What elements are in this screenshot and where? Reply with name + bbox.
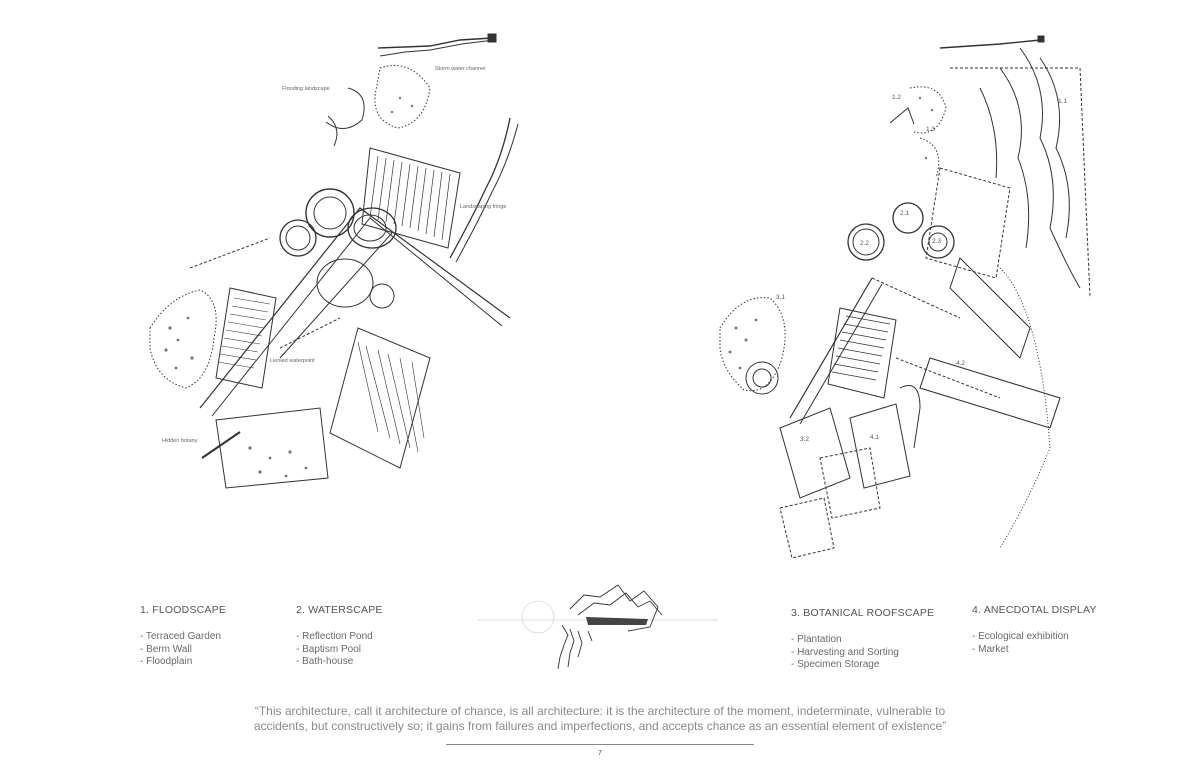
label-flooding-landscape: Flooding landscape <box>282 86 330 92</box>
quote-line-2: accidents, but constructively so; it gai… <box>253 719 947 733</box>
legend-item: - Specimen Storage <box>791 659 880 670</box>
section-sketch <box>478 584 718 670</box>
legend-title: 4. ANECDOTAL DISPLAY <box>972 604 1097 616</box>
label-1-2: 1.2 <box>892 94 902 101</box>
site-plan-left-drawing <box>149 33 519 489</box>
label-2-3: 2.3 <box>932 238 942 245</box>
legend-item: - Reflection Pond <box>296 631 373 642</box>
legend-title: 1. FLOODSCAPE <box>140 604 227 616</box>
label-4-2: 4.2 <box>956 360 966 367</box>
page-number: 7 <box>598 750 602 757</box>
site-plan-right-drawing <box>719 35 1091 559</box>
quote-line-1: “This architecture, call it architecture… <box>254 704 946 718</box>
legend-item: - Harvesting and Sorting <box>791 646 899 658</box>
legend-botanical-roofscape: 3. BOTANICAL ROOFSCAPE - Plantation - Ha… <box>791 607 934 672</box>
quote: “This architecture, call it architecture… <box>180 704 1020 734</box>
legend-title: 2. WATERSCAPE <box>296 604 383 616</box>
site-plan-left: Storm water channel Flooding landscape L… <box>130 28 530 489</box>
legend-waterscape: 2. WATERSCAPE - Reflection Pond - Baptis… <box>296 604 383 669</box>
legend-item: - Plantation <box>791 634 842 645</box>
label-landscaping-fringe: Landscaping fringe <box>460 204 507 210</box>
legend-item: - Market <box>972 643 1009 655</box>
label-waterpoint: Lienied waterpoint <box>270 358 315 364</box>
label-1-3: 1.3 <box>926 126 936 133</box>
footer-rule <box>446 744 754 745</box>
label-3-2: 3.2 <box>800 436 810 443</box>
label-storm-water-channel: Storm water channel <box>435 66 486 72</box>
legend-anecdotal-display: 4. ANECDOTAL DISPLAY - Ecological exhibi… <box>972 604 1097 656</box>
label-1-1: 1.1 <box>1058 98 1068 105</box>
legend-item: - Terraced Garden <box>140 631 221 642</box>
legend-item: - Berm Wall <box>140 643 192 655</box>
legend-item: - Baptism Pool <box>296 643 362 655</box>
label-hidden-botany: Hidden botany <box>162 438 198 444</box>
legend-floodscape: 1. FLOODSCAPE - Terraced Garden - Berm W… <box>140 604 226 669</box>
legend-item: - Ecological exhibition <box>972 631 1069 642</box>
section-drawing <box>478 575 718 675</box>
label-2-2: 2.2 <box>860 240 870 247</box>
legend-title: 3. BOTANICAL ROOFSCAPE <box>791 607 935 619</box>
site-plan-right: 1.1 1.2 1.3 2.1 2.2 2.3 3.1 3.2 4.1 4.2 <box>700 28 1100 573</box>
label-2-1: 2.1 <box>900 210 910 217</box>
legend-item: - Floodplain <box>140 656 193 667</box>
label-4-1: 4.1 <box>870 434 880 441</box>
legend-item: - Bath-house <box>296 656 354 667</box>
label-3-1: 3.1 <box>776 294 786 301</box>
